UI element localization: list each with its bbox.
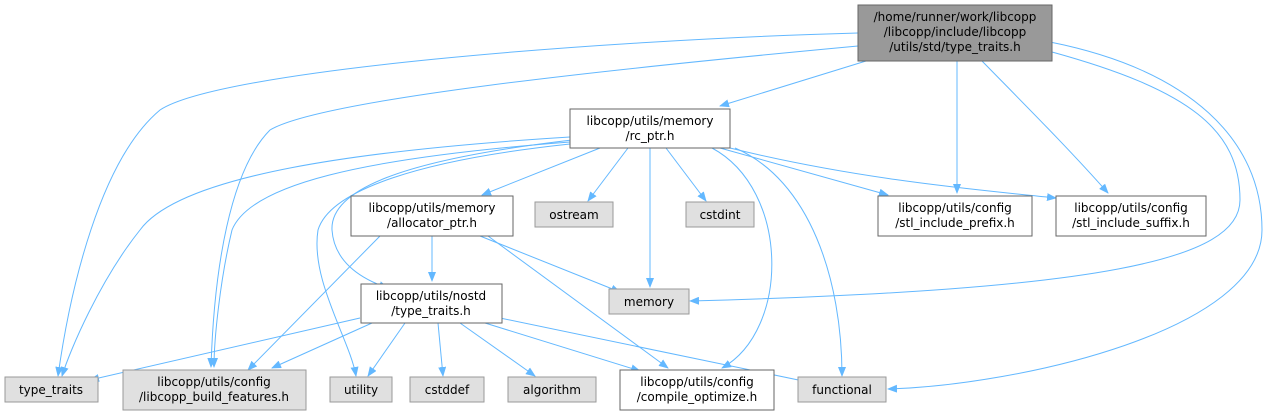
node-nostd-type-traits-h[interactable]: libcopp/utils/nostd /type_traits.h [360,283,503,324]
node-allocator-ptr-h[interactable]: libcopp/utils/memory /allocator_ptr.h [350,195,514,237]
node-algorithm[interactable]: algorithm [507,376,597,403]
edge-rc-ptr-stl-suffix [729,147,1057,202]
node-algorithm-label: algorithm [523,383,581,397]
edge-rc-ptr-allocator [481,147,601,196]
edge-nostd-cstddef [437,322,447,377]
node-type-traits-label: type_traits [19,383,83,397]
edge-allocator-build-features [247,235,381,371]
node-stl-include-prefix-h[interactable]: libcopp/utils/config /stl_include_prefix… [877,195,1033,237]
node-type-traits[interactable]: type_traits [4,376,99,403]
edge-rc-ptr-build-features [210,141,571,368]
node-cstddef-label: cstddef [425,383,470,397]
node-ostream[interactable]: ostream [534,201,614,228]
edge-root-build-features [207,45,859,368]
node-rc-ptr-line-2: /rc_ptr.h [626,129,675,143]
edge-nostd-compile-optimize [484,322,641,373]
node-compile-optimize-h[interactable]: libcopp/utils/config /compile_optimize.h [619,369,775,411]
edge-root-functional [887,41,1263,393]
edge-rc-ptr-cstdint [665,147,707,202]
edge-rc-ptr-functional [734,147,846,377]
edge-root-rc-ptr [719,60,867,108]
node-utility-label: utility [344,383,378,397]
nodes: /home/runner/work/libcopp /libcopp/inclu… [4,4,1207,411]
node-allocator-ptr-line-2: /allocator_ptr.h [387,216,477,230]
node-rc-ptr-line-1: libcopp/utils/memory [587,114,714,128]
node-stl-suffix-line-2: /stl_include_suffix.h [1072,216,1190,230]
edge-nostd-algorithm [459,322,536,377]
node-stl-suffix-line-1: libcopp/utils/config [1074,201,1188,215]
node-nostd-line-1: libcopp/utils/nostd [376,289,486,303]
edge-root-type-traits [55,32,859,377]
node-allocator-ptr-line-1: libcopp/utils/memory [369,201,496,215]
edge-rc-ptr-type-traits [60,136,571,377]
edge-root-memory [689,51,1241,305]
node-rc-ptr-h[interactable]: libcopp/utils/memory /rc_ptr.h [569,108,731,149]
edge-rc-ptr-ostream [587,147,629,202]
node-functional-label: functional [812,383,872,397]
node-build-features-line-2: /libcopp_build_features.h [139,390,289,404]
edge-nostd-utility [367,322,406,377]
node-cstddef[interactable]: cstddef [409,376,485,403]
node-stl-prefix-line-2: /stl_include_prefix.h [895,216,1015,230]
node-memory[interactable]: memory [608,288,690,315]
node-utility[interactable]: utility [329,376,393,403]
node-compile-optimize-line-2: /compile_optimize.h [637,390,757,404]
edge-rc-ptr-utility [316,143,571,377]
node-root-type-traits-h[interactable]: /home/runner/work/libcopp /libcopp/inclu… [857,4,1053,62]
node-nostd-line-2: /type_traits.h [391,304,471,318]
edge-rc-ptr-nostd [331,139,573,289]
edge-allocator-compile-optimize [487,235,669,369]
edge-nostd-build-features [271,322,373,369]
edges [55,32,1263,393]
node-cstdint-label: cstdint [700,208,741,222]
node-stl-include-suffix-h[interactable]: libcopp/utils/config /stl_include_suffix… [1055,195,1207,237]
node-build-features-line-1: libcopp/utils/config [157,375,271,389]
node-root-line-1: /home/runner/work/libcopp [874,10,1037,24]
edge-root-stl-suffix [981,60,1109,194]
node-ostream-label: ostream [549,208,598,222]
node-libcopp-build-features-h[interactable]: libcopp/utils/config /libcopp_build_feat… [122,369,307,411]
node-functional[interactable]: functional [797,376,887,403]
edge-rc-ptr-stl-prefix [719,147,889,197]
edge-allocator-memory [479,235,621,293]
edge-rc-ptr-compile-optimize [711,147,773,369]
node-root-line-2: /libcopp/include/libcopp [884,25,1027,39]
node-cstdint[interactable]: cstdint [685,201,755,228]
node-root-line-3: /utils/std/type_traits.h [889,40,1020,54]
node-stl-prefix-line-1: libcopp/utils/config [898,201,1012,215]
node-compile-optimize-line-1: libcopp/utils/config [640,375,754,389]
node-memory-label: memory [624,295,674,309]
